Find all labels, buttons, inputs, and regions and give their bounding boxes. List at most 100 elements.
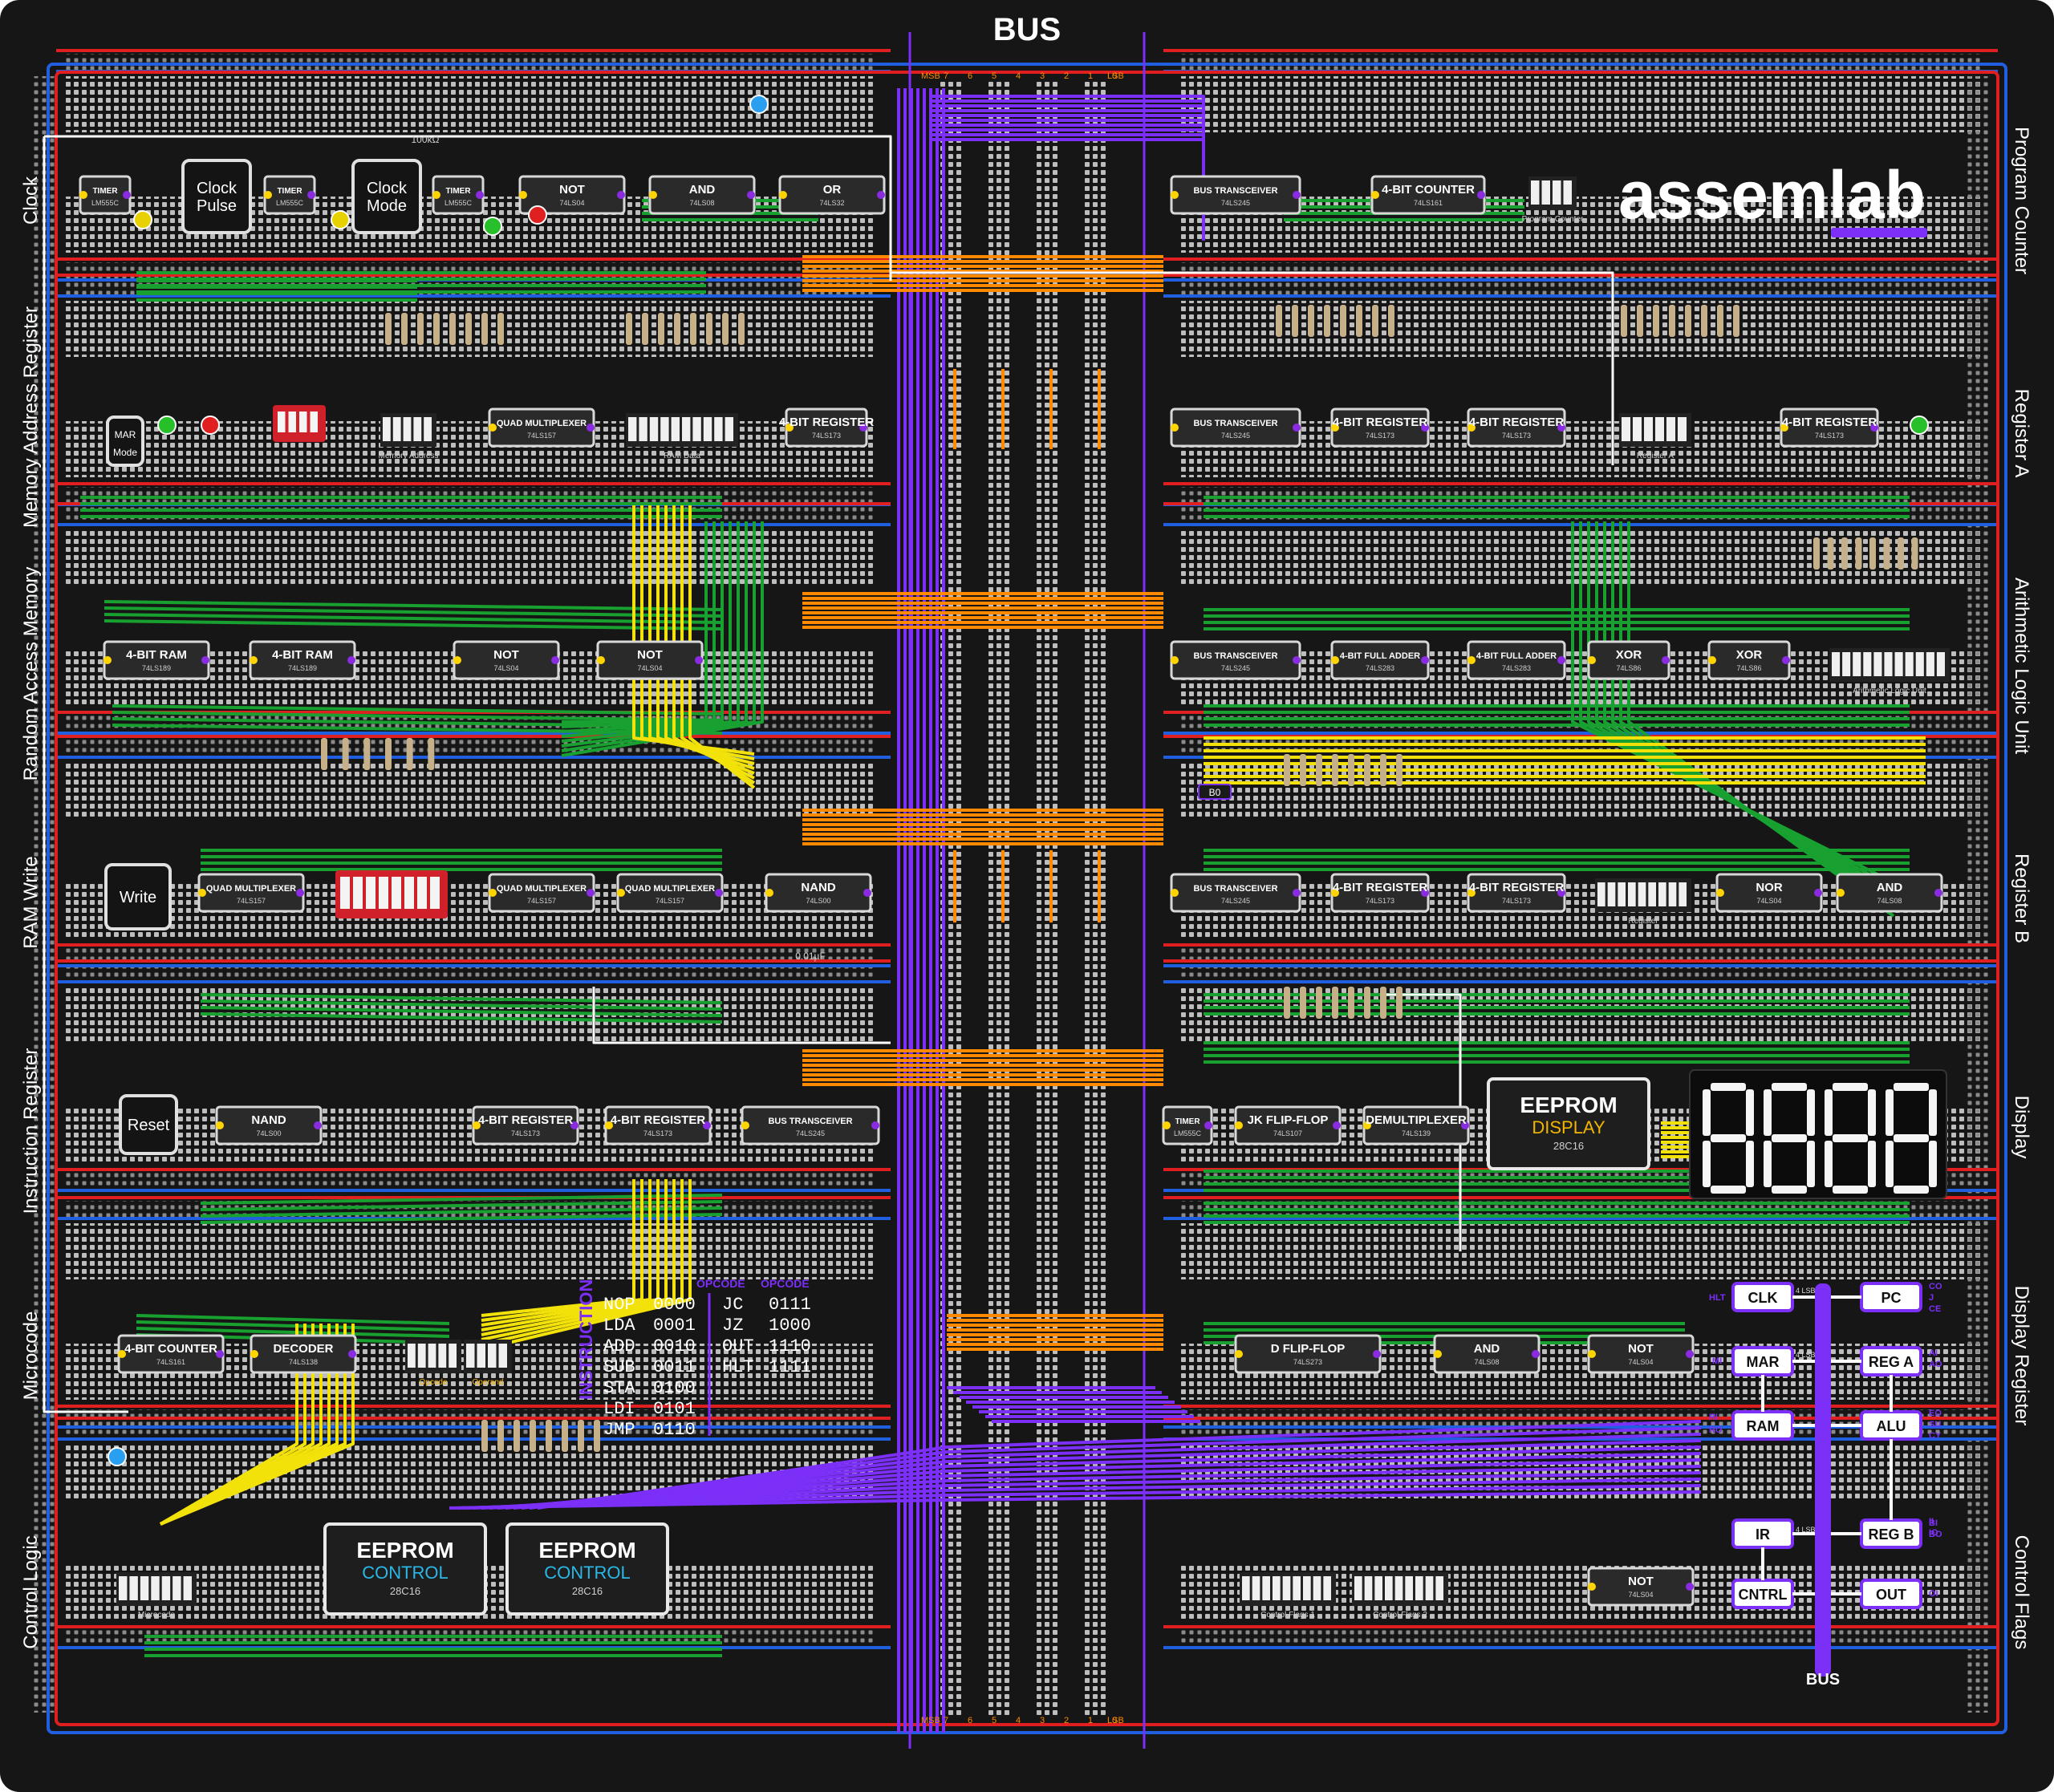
signal-wire bbox=[200, 999, 723, 1011]
resistor bbox=[1284, 987, 1290, 1019]
section-label-right: Register B bbox=[2011, 853, 2032, 943]
button-label: Clock bbox=[197, 180, 237, 197]
dip-toggle[interactable] bbox=[379, 877, 388, 909]
resistor bbox=[1300, 754, 1306, 786]
button-label: Mode bbox=[113, 447, 137, 458]
section-label-left: Control Logic bbox=[20, 1535, 42, 1648]
resistor bbox=[626, 313, 632, 345]
resistor bbox=[562, 1420, 568, 1452]
chip-notch bbox=[1532, 1350, 1540, 1358]
chip-label: 4-BIT COUNTER bbox=[1382, 183, 1475, 197]
chip-notch bbox=[1293, 191, 1301, 199]
button-frame[interactable] bbox=[104, 863, 172, 930]
instr-mnemonic: LDA bbox=[603, 1316, 635, 1336]
chip-label: AND bbox=[1474, 1342, 1500, 1356]
led-segment bbox=[1679, 882, 1687, 906]
chip-part: 74LS173 bbox=[643, 1129, 672, 1137]
chip-notch bbox=[314, 1121, 322, 1129]
button-frame[interactable] bbox=[181, 159, 252, 234]
dip-toggle[interactable] bbox=[430, 877, 440, 909]
digit-segment bbox=[1807, 1089, 1815, 1136]
hole-block bbox=[66, 421, 875, 477]
resistor bbox=[1380, 754, 1386, 786]
diagram-bus-label: BUS bbox=[1806, 1671, 1840, 1689]
chip-notch bbox=[1780, 424, 1788, 432]
diagram-block: RAM bbox=[1731, 1410, 1794, 1441]
dip-toggle[interactable] bbox=[310, 412, 319, 432]
led-bar: Memory Address bbox=[378, 413, 439, 460]
block-label: ALU bbox=[1877, 1418, 1906, 1434]
digit-segment bbox=[1833, 1186, 1868, 1194]
chip-part: LM555C bbox=[91, 199, 120, 207]
resistor bbox=[449, 313, 456, 345]
button-frame[interactable] bbox=[106, 416, 144, 467]
led-segment bbox=[1628, 882, 1636, 906]
dip-toggle[interactable] bbox=[288, 412, 297, 432]
bus-bit-label: 4 bbox=[1016, 1716, 1021, 1725]
instr-mnemonic: ADD bbox=[603, 1336, 635, 1356]
section-label-left: Random Access Memory bbox=[20, 567, 42, 781]
control-signal-label: RI bbox=[1709, 1413, 1718, 1422]
resistor bbox=[578, 1420, 584, 1452]
resistor bbox=[481, 313, 488, 345]
chip-notch bbox=[703, 1121, 711, 1129]
button-label: Write bbox=[120, 889, 156, 906]
dip-toggle[interactable] bbox=[340, 877, 350, 909]
eeprom-part: 28C16 bbox=[390, 1585, 420, 1597]
led-bar-label: Memory Address bbox=[378, 452, 438, 460]
digit-segment bbox=[1894, 1134, 1929, 1142]
button-frame[interactable] bbox=[119, 1094, 178, 1155]
block-label: CLK bbox=[1748, 1290, 1778, 1306]
dip-toggle[interactable] bbox=[278, 412, 286, 432]
digit-segment bbox=[1807, 1141, 1815, 1187]
resistor bbox=[642, 313, 648, 345]
dip-toggle[interactable] bbox=[417, 877, 427, 909]
eeprom-subtitle: CONTROL bbox=[362, 1563, 449, 1583]
dip-toggle[interactable] bbox=[404, 877, 414, 909]
dip-toggle[interactable] bbox=[299, 412, 307, 432]
push-button[interactable]: Reset bbox=[119, 1094, 178, 1155]
dip-switch[interactable] bbox=[273, 405, 326, 442]
eeprom-subtitle: DISPLAY bbox=[1532, 1117, 1605, 1137]
chip-label: TIMER bbox=[445, 187, 471, 196]
led-segment bbox=[413, 417, 422, 441]
resistor bbox=[1380, 987, 1386, 1019]
button-frame[interactable] bbox=[351, 159, 422, 234]
dip-toggle[interactable] bbox=[392, 877, 401, 909]
led-segment bbox=[1374, 1576, 1382, 1600]
hole-block bbox=[66, 1107, 875, 1163]
led-segment bbox=[403, 417, 412, 441]
led-segment bbox=[628, 417, 637, 441]
push-button[interactable]: Write bbox=[104, 863, 172, 930]
control-signal-label: BO bbox=[1929, 1530, 1942, 1539]
dip-switch[interactable] bbox=[335, 870, 448, 918]
eeprom-title: EEPROM bbox=[1520, 1093, 1617, 1117]
led-segment bbox=[1597, 882, 1605, 906]
clock-wire bbox=[44, 135, 892, 281]
chip-label: DEMULTIPLEXER bbox=[1366, 1113, 1467, 1127]
chip-notch bbox=[519, 191, 527, 199]
resistor bbox=[1669, 305, 1675, 337]
chip-notch bbox=[1477, 191, 1485, 199]
bus-bit-label: 2 bbox=[1064, 71, 1069, 81]
chip-notch bbox=[1708, 656, 1716, 664]
dip-toggle[interactable] bbox=[366, 877, 375, 909]
chip-label: NOT bbox=[559, 183, 585, 197]
led-bar: Operand bbox=[464, 1340, 512, 1387]
chip-label: 4-BIT REGISTER bbox=[1333, 416, 1428, 429]
hole-block bbox=[1181, 1223, 1983, 1279]
chip-notch bbox=[250, 1350, 258, 1358]
digit-segment bbox=[1764, 1089, 1772, 1136]
chip-notch bbox=[264, 191, 272, 199]
diagram-block: ALU bbox=[1860, 1410, 1922, 1441]
dip-toggle[interactable] bbox=[353, 877, 363, 909]
diagram-block: OUT bbox=[1860, 1579, 1922, 1609]
